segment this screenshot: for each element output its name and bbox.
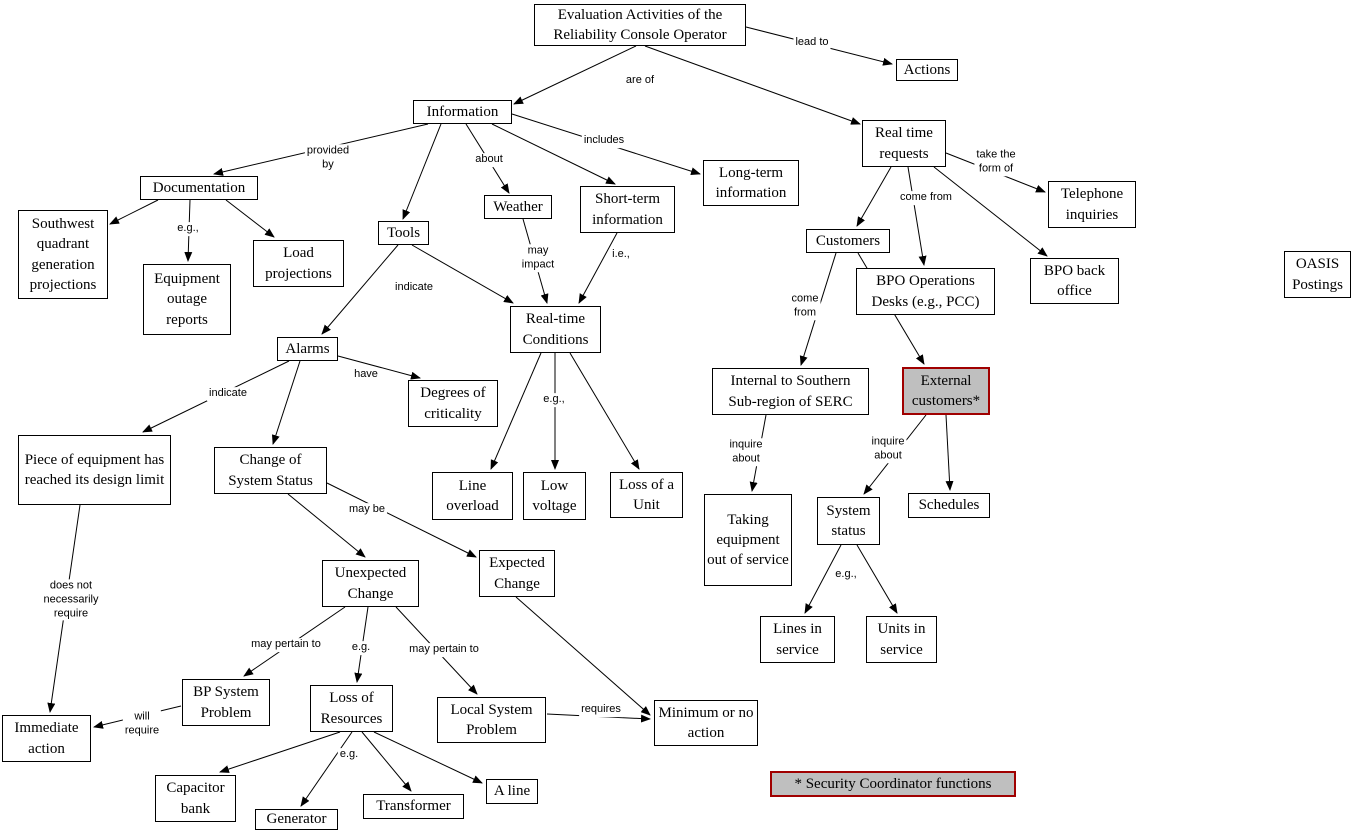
node-expected-change[interactable]: Expected Change [479, 550, 555, 597]
node-southwest-quadrant-generation-projections[interactable]: Southwest quadrant generation projection… [18, 210, 108, 299]
connector-resources-a-line [373, 731, 483, 784]
node-bpo-operations-desks[interactable]: BPO Operations Desks (e.g., PCC) [856, 268, 995, 315]
connector-external-schedules [945, 414, 954, 491]
node-taking-equipment-out-of-service[interactable]: Taking equipment out of service [704, 494, 792, 586]
edge-label-eg-system-status: e.g., [833, 568, 859, 582]
node-local-system-problem[interactable]: Local System Problem [437, 697, 546, 743]
node-long-term-information[interactable]: Long-term information [703, 160, 799, 206]
node-internal-southern-serc[interactable]: Internal to Southern Sub-region of SERC [712, 368, 869, 415]
connector-change-unexpected [287, 493, 366, 558]
edge-label-come-from-customers: come from [789, 292, 821, 320]
edge-label-indicate-tools: indicate [393, 281, 435, 295]
edge-label-inquire-about-external: inquire about [869, 435, 907, 463]
node-real-time-conditions[interactable]: Real-time Conditions [510, 306, 601, 353]
edge-label-lead-to: lead to [793, 36, 831, 50]
node-weather[interactable]: Weather [484, 195, 552, 219]
edge-label-inquire-about-internal: inquire about [727, 438, 765, 466]
edge-label-does-not-necessarily-require: does not necessarily require [41, 579, 101, 621]
node-transformer[interactable]: Transformer [363, 794, 464, 819]
edge-label-take-the-form-of: take the form of [974, 148, 1018, 176]
node-line-overload[interactable]: Line overload [432, 472, 513, 520]
node-schedules[interactable]: Schedules [908, 493, 990, 518]
node-a-line[interactable]: A line [486, 779, 538, 804]
edge-label-will-require: will require [122, 710, 162, 738]
node-tools[interactable]: Tools [378, 221, 429, 245]
connector-resources-transformer [361, 731, 412, 792]
connector-shortterm-realtime-conditions [578, 232, 618, 304]
node-load-projections[interactable]: Load projections [253, 240, 344, 287]
edge-label-provided-by: provided by [304, 144, 352, 172]
node-loss-of-a-unit[interactable]: Loss of a Unit [610, 472, 683, 518]
connector-conditions-loss-of-unit [569, 352, 640, 470]
connector-tools-realtime-conditions [411, 244, 514, 304]
edge-label-indicate-alarms: indicate [207, 387, 249, 401]
connector-alarms-degrees [337, 355, 421, 380]
node-unexpected-change[interactable]: Unexpected Change [322, 560, 419, 607]
node-evaluation-activities[interactable]: Evaluation Activities of the Reliability… [534, 4, 746, 46]
edge-label-eg-resources: e.g. [337, 748, 361, 762]
connector-documentation-southwest [109, 199, 159, 225]
edge-label-come-from-requests: come from [898, 191, 954, 205]
connector-resources-generator [300, 731, 353, 807]
connector-alarms-change-of-status [271, 360, 301, 445]
node-lines-in-service[interactable]: Lines in service [760, 616, 835, 663]
edge-label-are-of: are of [623, 74, 657, 88]
connector-tools-alarms [321, 244, 399, 335]
node-security-coordinator-note[interactable]: * Security Coordinator functions [770, 771, 1016, 797]
node-degrees-of-criticality[interactable]: Degrees of criticality [408, 380, 498, 427]
node-information[interactable]: Information [413, 100, 512, 124]
edge-label-requires: requires [579, 703, 623, 717]
node-oasis-postings[interactable]: OASIS Postings [1284, 251, 1351, 298]
node-piece-of-equipment[interactable]: Piece of equipment has reached its desig… [18, 435, 171, 505]
connector-conditions-line-overload [490, 352, 542, 470]
edge-label-about: about [473, 153, 505, 167]
node-real-time-requests[interactable]: Real time requests [862, 120, 946, 167]
node-actions[interactable]: Actions [896, 59, 958, 81]
connector-documentation-load-projections [225, 199, 275, 238]
node-telephone-inquiries[interactable]: Telephone inquiries [1048, 181, 1136, 228]
node-short-term-information[interactable]: Short-term information [580, 186, 675, 233]
connector-information-shortterm [491, 123, 616, 185]
connector-change-expected [326, 482, 477, 558]
edge-label-eg-documentation: e.g., [175, 222, 201, 236]
node-alarms[interactable]: Alarms [277, 337, 338, 361]
node-change-of-system-status[interactable]: Change of System Status [214, 447, 327, 494]
connector-title-realtime-requests [644, 45, 861, 125]
node-equipment-outage-reports[interactable]: Equipment outage reports [143, 264, 231, 335]
node-minimum-or-no-action[interactable]: Minimum or no action [654, 700, 758, 746]
edge-label-ie: i.e., [610, 248, 632, 262]
node-low-voltage[interactable]: Low voltage [523, 472, 586, 520]
node-documentation[interactable]: Documentation [140, 176, 258, 200]
edge-label-may-pertain-to-bp: may pertain to [249, 638, 323, 652]
node-units-in-service[interactable]: Units in service [866, 616, 937, 663]
connector-status-units-in-service [856, 544, 898, 614]
connector-requests-bpo-desks [907, 166, 927, 266]
edge-label-may-pertain-to-local: may pertain to [407, 643, 481, 657]
node-system-status[interactable]: System status [817, 497, 880, 545]
edge-label-includes: includes [581, 134, 627, 148]
node-generator[interactable]: Generator [255, 809, 338, 830]
connector-requests-bpo-back-office [933, 166, 1048, 257]
edge-label-may-impact: may impact [519, 244, 557, 272]
edge-label-may-be: may be [346, 503, 388, 517]
node-capacitor-bank[interactable]: Capacitor bank [155, 775, 236, 822]
connector-resources-capacitor [219, 731, 341, 773]
node-immediate-action[interactable]: Immediate action [2, 715, 91, 762]
connector-status-lines-in-service [804, 544, 842, 614]
node-customers[interactable]: Customers [806, 229, 890, 253]
edge-label-eg-conditions: e.g., [541, 393, 567, 407]
connector-title-information [513, 45, 637, 105]
edge-label-eg-unexpected: e.g. [349, 641, 373, 655]
connector-information-tools [402, 123, 442, 220]
node-bpo-back-office[interactable]: BPO back office [1030, 258, 1119, 304]
node-bp-system-problem[interactable]: BP System Problem [182, 679, 270, 726]
connector-expected-minimum-action [515, 596, 651, 716]
node-loss-of-resources[interactable]: Loss of Resources [310, 685, 393, 732]
node-external-customers[interactable]: External customers* [902, 367, 990, 415]
connector-requests-customers [856, 166, 892, 227]
edge-label-have: have [352, 368, 380, 382]
